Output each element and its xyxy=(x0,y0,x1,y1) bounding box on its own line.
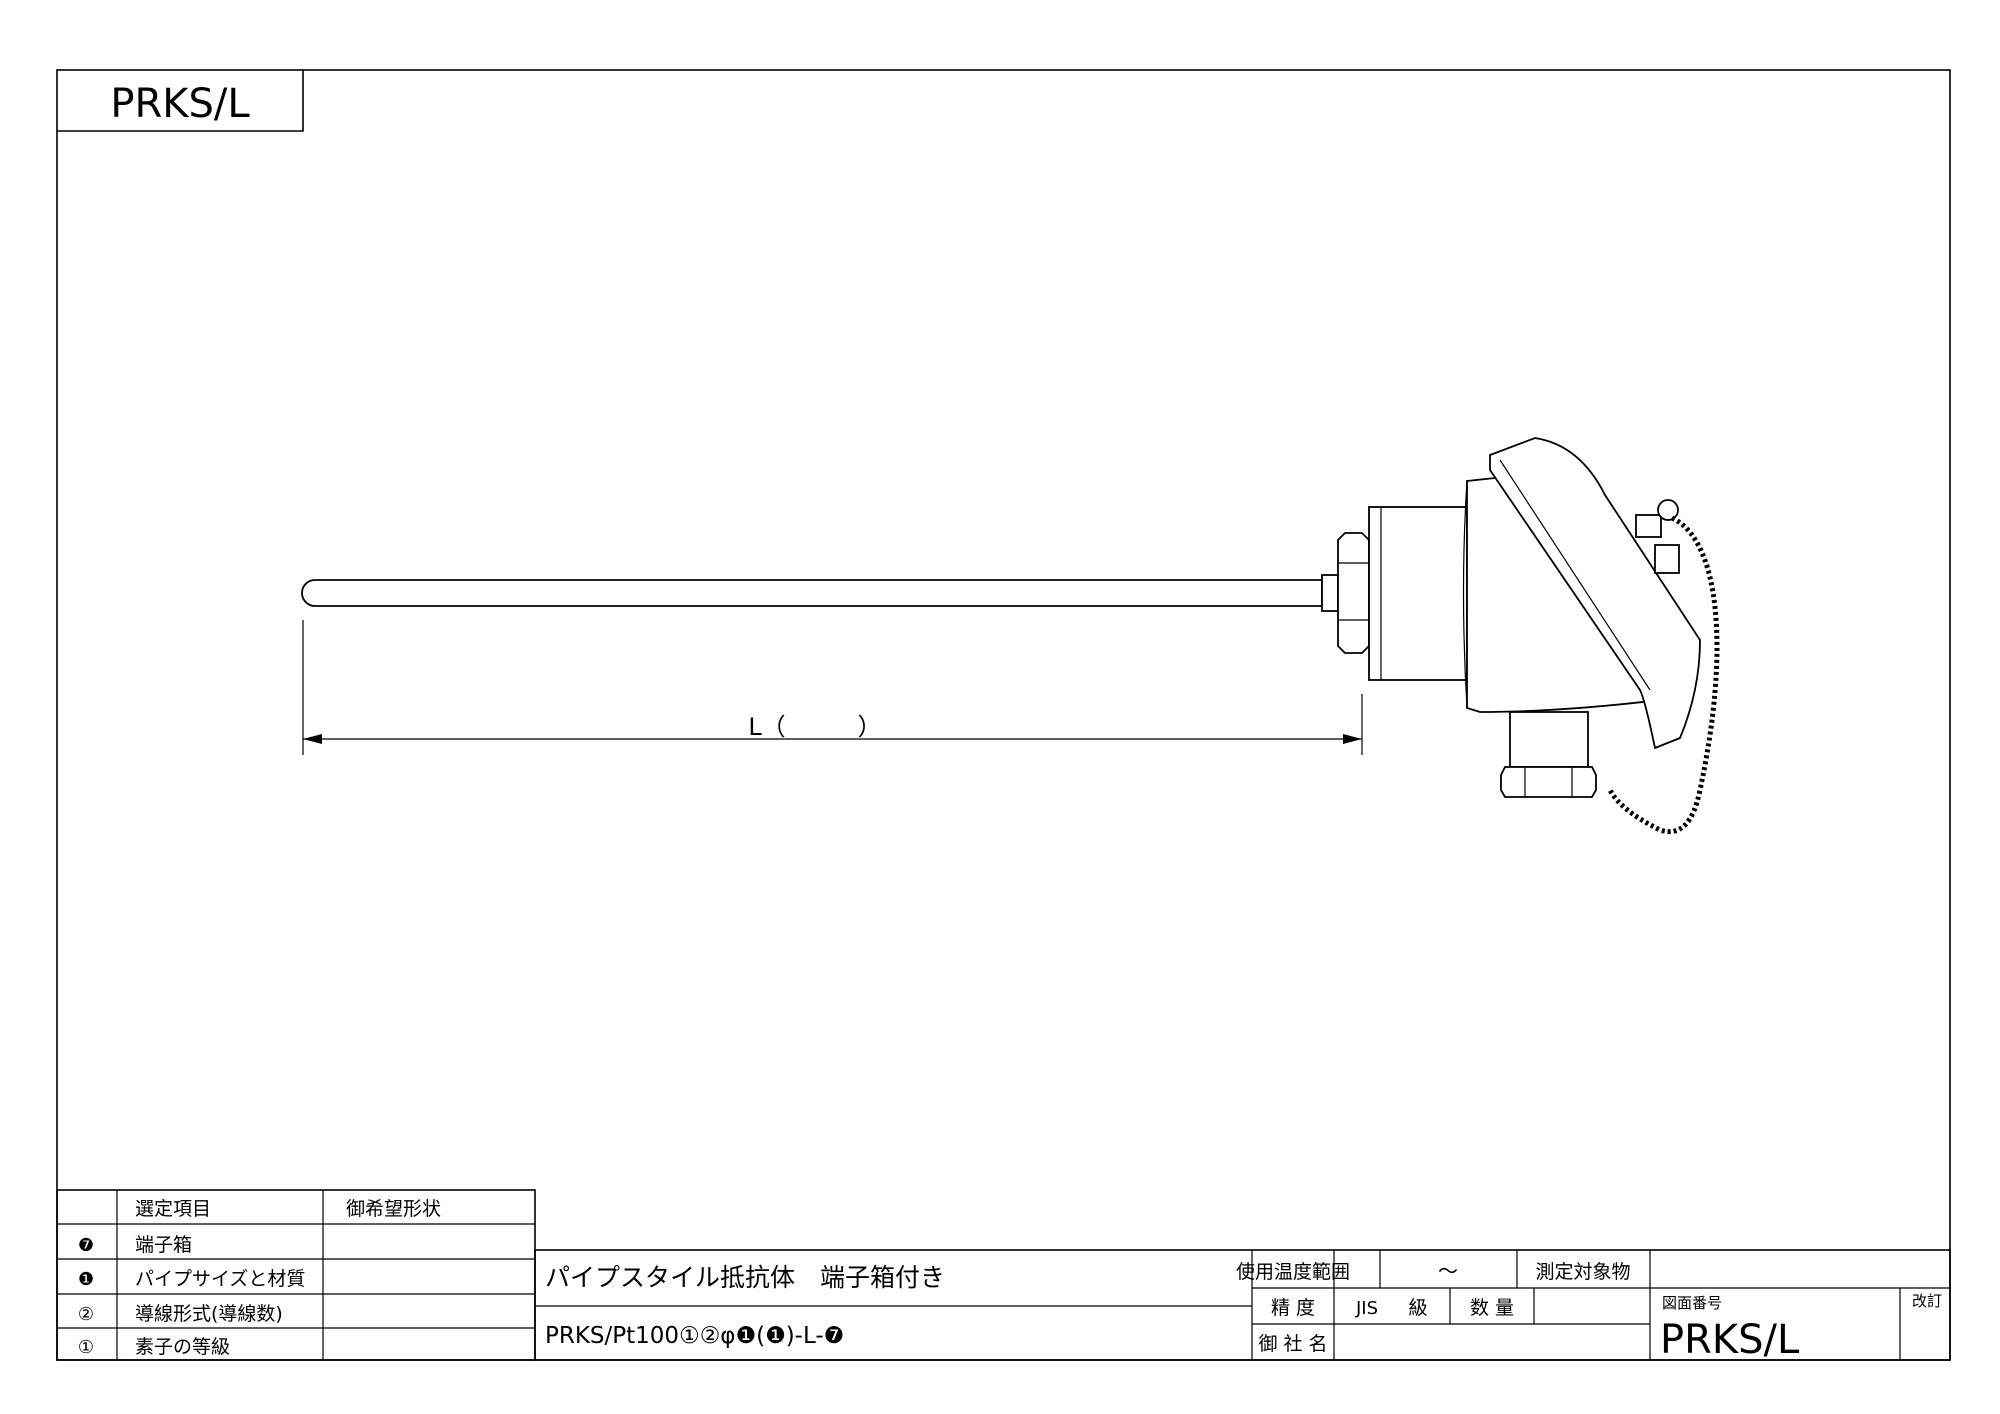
row-mark: ❼ xyxy=(78,1235,94,1256)
head-boss xyxy=(1368,506,1468,681)
precision-label: 精 度 xyxy=(1271,1297,1315,1319)
table-header-item: 選定項目 xyxy=(135,1198,211,1220)
drawing-no: PRKS/L xyxy=(1660,1317,1800,1363)
fitting-rod xyxy=(1321,574,1339,612)
gland-nut xyxy=(1500,766,1597,798)
lid-screw xyxy=(1635,514,1662,538)
corner-code-box xyxy=(57,70,304,132)
temp-range-label: 使用温度範囲 xyxy=(1236,1261,1350,1283)
row-mark: ② xyxy=(78,1304,94,1325)
precision-jis: JIS xyxy=(1355,1298,1378,1319)
selection-table: 選定項目 御希望形状 ❼ 端子箱 ❶ パイプサイズと材質 ② 導線形式(導線数)… xyxy=(56,1189,536,1361)
lid-screw xyxy=(1654,544,1680,574)
sensor-drawing xyxy=(301,437,1720,834)
terminal-head-lid xyxy=(1489,437,1701,750)
row-mark: ① xyxy=(78,1337,94,1358)
target-label: 測定対象物 xyxy=(1535,1261,1630,1283)
precision-class: 級 xyxy=(1408,1297,1427,1319)
row-item: 素子の等級 xyxy=(135,1336,230,1358)
row-item: 端子箱 xyxy=(135,1234,192,1256)
chain xyxy=(1607,515,1720,834)
cable-gland xyxy=(1509,711,1589,768)
dimension-l: L（ ） xyxy=(302,620,1363,755)
corner-code: PRKS/L xyxy=(110,81,250,127)
drawing-no-label: 図面番号 xyxy=(1662,1294,1722,1312)
title-block: パイプスタイル抵抗体 端子箱付き PRKS/Pt100①②φ❶(❶)-L-❼ 使… xyxy=(534,1249,1951,1363)
row-item: パイプサイズと材質 xyxy=(135,1268,305,1290)
hex-nut xyxy=(1337,532,1370,654)
table-header-value: 御希望形状 xyxy=(346,1198,441,1220)
lid-screw-head xyxy=(1657,499,1679,521)
row-mark: ❶ xyxy=(78,1269,94,1290)
sensor-pipe xyxy=(301,579,1323,607)
customer-label: 御 社 名 xyxy=(1258,1333,1327,1355)
row-item: 導線形式(導線数) xyxy=(135,1303,283,1325)
dimension-label: L（ ） xyxy=(748,713,881,741)
revision-label: 改訂 xyxy=(1912,1292,1942,1310)
model-code: PRKS/Pt100①②φ❶(❶)-L-❼ xyxy=(545,1323,844,1349)
product-name: パイプスタイル抵抗体 端子箱付き xyxy=(545,1263,945,1292)
quantity-label: 数 量 xyxy=(1470,1297,1514,1319)
temp-range-value: ～ xyxy=(1438,1259,1458,1283)
